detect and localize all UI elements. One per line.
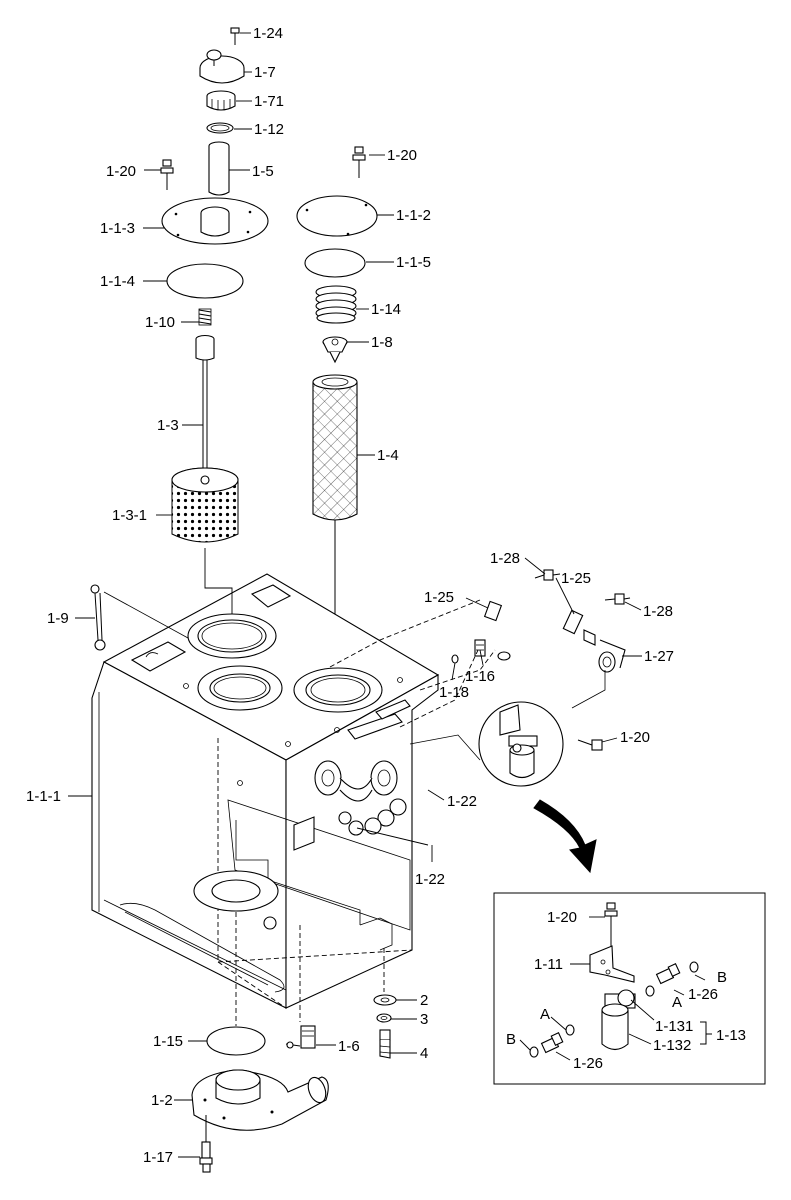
bolt-1-17 <box>199 1115 213 1173</box>
suction-elbow-1-2 <box>191 1069 329 1131</box>
bolt-1-28-upper <box>534 569 561 581</box>
label-1-1-5: 1-1-5 <box>396 254 431 271</box>
top-port-center <box>197 665 283 711</box>
label-1-4: 1-4 <box>377 447 399 464</box>
top-port-suction <box>187 613 277 659</box>
label-1-5: 1-5 <box>252 163 274 180</box>
label-1-132: 1-132 <box>653 1037 691 1054</box>
bracket-1-11 <box>589 945 635 983</box>
detail-arrow <box>533 799 597 874</box>
filter-ring-1-71 <box>206 90 236 111</box>
bolt-4 <box>379 1029 391 1059</box>
spring-1-10 <box>198 308 212 326</box>
cover-1-1-2 <box>296 195 378 237</box>
elbow-1-27 <box>598 639 626 673</box>
label-1-20-left: 1-20 <box>106 163 136 180</box>
bolt-1-20-right <box>577 739 603 751</box>
bottom-parts <box>191 912 397 1173</box>
label-1-71: 1-71 <box>254 93 284 110</box>
label-A-left: A <box>540 1006 550 1023</box>
label-1-3: 1-3 <box>157 417 179 434</box>
label-1-22-upper: 1-22 <box>447 793 477 810</box>
gasket-1-1-4 <box>166 263 244 299</box>
leader-lines <box>68 32 706 1158</box>
detail-box <box>493 892 766 1085</box>
bolt-1-20-left <box>160 159 174 190</box>
label-1-13: 1-13 <box>716 1027 746 1044</box>
bolt-1-28-lower <box>604 593 631 605</box>
label-1-24: 1-24 <box>253 25 283 42</box>
spring-1-14 <box>315 285 357 324</box>
washer-2 <box>373 994 397 1006</box>
return-filter-stack <box>296 146 378 668</box>
breather-stack <box>160 27 269 543</box>
label-1-10: 1-10 <box>145 314 175 331</box>
label-1-27: 1-27 <box>644 648 674 665</box>
label-1-14: 1-14 <box>371 301 401 318</box>
label-1-26-lower: 1-26 <box>573 1055 603 1072</box>
bolt-1-24 <box>230 27 240 45</box>
label-1-9: 1-9 <box>47 610 69 627</box>
washer-3 <box>376 1013 392 1023</box>
label-1-3-1: 1-3-1 <box>112 507 147 524</box>
label-1-20-detail: 1-20 <box>547 909 577 926</box>
bolt-1-20-center <box>352 146 366 178</box>
callout-labels: 1-24 1-7 1-71 1-12 1-5 1-20 1-20 1-1-3 1… <box>26 25 746 1166</box>
label-1-22-lower: 1-22 <box>415 871 445 888</box>
fitting-1-26-lower <box>540 1032 564 1054</box>
label-1-25-left: 1-25 <box>424 589 454 606</box>
label-1-8: 1-8 <box>371 334 393 351</box>
gasket-1-15 <box>206 1026 266 1056</box>
label-2: 2 <box>420 992 428 1009</box>
label-1-131: 1-131 <box>655 1018 693 1035</box>
label-1-1-4: 1-1-4 <box>100 273 135 290</box>
strainer-rod-1-3 <box>195 334 215 472</box>
label-1-28-lower: 1-28 <box>643 603 673 620</box>
label-A-right: A <box>672 994 682 1011</box>
label-1-6: 1-6 <box>338 1038 360 1055</box>
label-1-28-upper: 1-28 <box>490 550 520 567</box>
top-port-return <box>293 667 383 713</box>
detail-bolt-1-20 <box>604 902 618 950</box>
side-fittings <box>338 798 407 836</box>
return-pipe-assembly <box>329 569 631 761</box>
filter-detail-circle <box>478 701 564 787</box>
filter-1-13 <box>601 989 636 1051</box>
label-1-11: 1-11 <box>534 956 563 973</box>
pipe-1-5 <box>208 141 230 196</box>
label-1-1-2: 1-1-2 <box>396 207 431 224</box>
label-1-15: 1-15 <box>153 1033 183 1050</box>
tank-body-1-1-1 <box>91 573 440 1009</box>
label-3: 3 <box>420 1011 428 1028</box>
bypass-valve-1-8 <box>322 336 348 364</box>
label-1-16: 1-16 <box>465 668 495 685</box>
label-B-lower: B <box>506 1031 516 1048</box>
strainer-element-1-3-1 <box>171 467 239 543</box>
plug-1-18 <box>451 654 459 664</box>
filter-element-1-4 <box>312 374 358 668</box>
fitting-1-26-upper <box>655 963 681 985</box>
side-flanges <box>314 760 398 802</box>
label-1-26-upper: 1-26 <box>688 986 718 1003</box>
gasket-1-1-5 <box>304 248 366 278</box>
label-1-2: 1-2 <box>151 1092 173 1109</box>
label-1-7: 1-7 <box>254 64 276 81</box>
label-4: 4 <box>420 1045 428 1062</box>
label-1-1-3: 1-1-3 <box>100 220 135 237</box>
label-1-25-right: 1-25 <box>561 570 591 587</box>
label-1-18: 1-18 <box>439 684 469 701</box>
label-1-17: 1-17 <box>143 1149 173 1166</box>
cover-plate-1-1-3 <box>161 197 269 245</box>
label-B-upper: B <box>717 969 727 986</box>
level-gauge-1-9 <box>90 584 189 651</box>
drain-valve-1-6 <box>285 1025 316 1049</box>
label-1-12: 1-12 <box>254 121 284 138</box>
breather-cap-1-7 <box>199 49 245 84</box>
label-1-20-center: 1-20 <box>387 147 417 164</box>
label-1-20-right: 1-20 <box>620 729 650 746</box>
label-1-1-1: 1-1-1 <box>26 788 61 805</box>
